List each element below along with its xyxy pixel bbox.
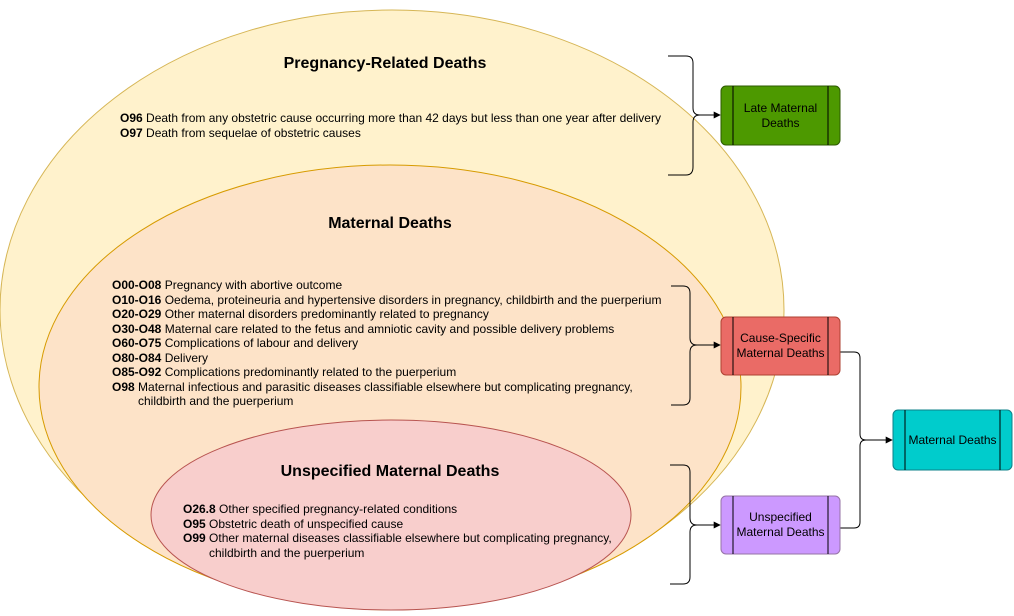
icd-code: O85-O92 <box>112 365 162 379</box>
code-list-item: O85-O92 Complications predominantly rela… <box>112 365 661 380</box>
icd-code: O96 <box>120 111 143 125</box>
icd-code: O00-O08 <box>112 278 162 292</box>
cause-specific-box <box>720 316 841 376</box>
code-list-item: O95 Obstetric death of unspecified cause <box>183 517 612 532</box>
unspecified-box <box>720 495 841 555</box>
icd-code: O30-O48 <box>112 321 162 336</box>
icd-code: O99 <box>183 531 206 545</box>
icd-description: Delivery <box>164 350 209 365</box>
code-list-item: O80-O84 Delivery <box>112 351 661 366</box>
code-list-item: O26.8 Other specified pregnancy-related … <box>183 502 612 517</box>
icd-description: Obstetric death of unspecified cause <box>209 516 404 531</box>
icd-description: Oedema, proteineuria and hypertensive di… <box>164 292 662 307</box>
code-list-item: O00-O08 Pregnancy with abortive outcome <box>112 278 661 293</box>
pregnancy-related-code-list: O96 Death from any obstetric cause occur… <box>120 111 661 140</box>
code-list-item: O98 Maternal infectious and parasitic di… <box>112 380 661 395</box>
icd-code: O95 <box>183 516 206 531</box>
icd-description: Complications of labour and delivery <box>164 336 359 350</box>
icd-description-continuation: childbirth and the puerperium <box>209 545 365 560</box>
icd-description-continuation: childbirth and the puerperium <box>138 394 294 408</box>
code-list-item: O60-O75 Complications of labour and deli… <box>112 336 661 351</box>
maternal-deaths-label: Maternal Deaths <box>893 410 1012 470</box>
cause-specific-label-line1: Cause-Specific <box>740 331 821 345</box>
icd-description: Pregnancy with abortive outcome <box>164 278 343 292</box>
late-maternal-label-line2: Deaths <box>761 115 800 130</box>
code-list-item: O97 Death from sequelae of obstetric cau… <box>120 126 661 141</box>
icd-code: O80-O84 <box>112 350 162 365</box>
late-maternal-box <box>720 85 841 146</box>
cause-specific-label-line2: Maternal Deaths <box>736 346 825 360</box>
icd-code: O10-O16 <box>112 292 162 307</box>
icd-description: Complications predominantly related to t… <box>164 365 457 379</box>
icd-code: O26.8 <box>183 502 216 516</box>
icd-description: Maternal care related to the fetus and a… <box>164 321 615 336</box>
icd-code: O60-O75 <box>112 336 162 350</box>
unspecified-code-list: O26.8 Other specified pregnancy-related … <box>183 502 612 560</box>
maternal-deaths-label-line1: Maternal Deaths <box>908 432 997 447</box>
maternal-title: Maternal Deaths <box>328 215 452 232</box>
code-list-item: O99 Other maternal diseases classifiable… <box>183 531 612 546</box>
code-list-item: O10-O16 Oedema, proteineuria and hyperte… <box>112 293 661 308</box>
icd-code: O98 <box>112 379 135 394</box>
icd-description: Death from any obstetric cause occurring… <box>146 111 661 125</box>
late-maternal-label-line1: Late Maternal <box>743 100 818 115</box>
icd-code: O20-O29 <box>112 307 162 321</box>
icd-description: Maternal infectious and parasitic diseas… <box>138 379 633 394</box>
icd-description: Other maternal diseases classifiable els… <box>209 531 612 545</box>
unspecified-label-line2: Maternal Deaths <box>736 525 825 539</box>
unspecified-title: Unspecified Maternal Deaths <box>280 463 500 480</box>
icd-description: Death from sequelae of obstetric causes <box>146 125 361 140</box>
code-list-item: O96 Death from any obstetric cause occur… <box>120 111 661 126</box>
unspecified-label-line1: Unspecified <box>749 510 812 524</box>
icd-code: O97 <box>120 125 143 140</box>
pregnancy-related-title: Pregnancy-Related Deaths <box>283 55 487 72</box>
connector-cause-specific-to-maternal <box>840 351 893 444</box>
maternal-deaths-box <box>892 409 1013 471</box>
icd-description: Other specified pregnancy-related condit… <box>219 502 458 516</box>
unspecified-ellipse <box>150 419 632 611</box>
code-list-item: O20-O29 Other maternal disorders predomi… <box>112 307 661 322</box>
code-list-item: O30-O48 Maternal care related to the fet… <box>112 322 661 337</box>
icd-description: Other maternal disorders predominantly r… <box>164 307 489 321</box>
connector-unspecified-to-maternal <box>840 439 867 529</box>
